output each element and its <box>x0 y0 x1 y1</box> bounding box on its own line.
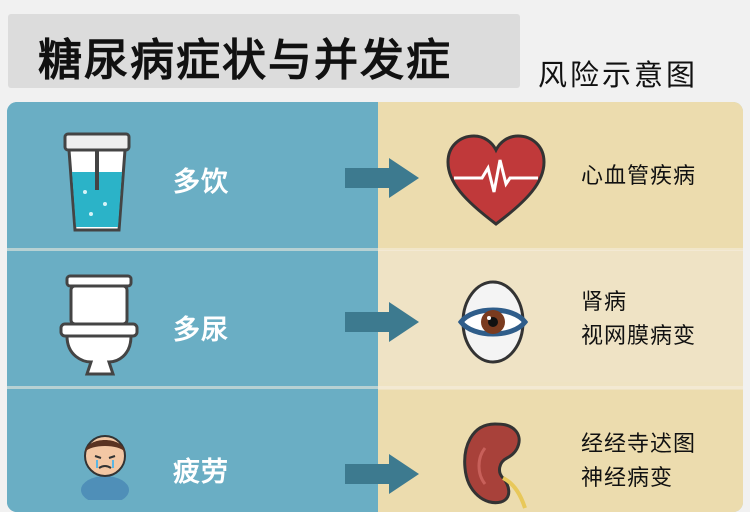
symptom-label: 疲劳 <box>173 457 229 488</box>
complication-list: 经经寺迖图 神经病变 <box>581 428 696 496</box>
complication-item: 经经寺迖图 <box>581 432 697 457</box>
title-banner: 糖尿病症状与并发症 <box>8 14 520 88</box>
complication-item: 肾病 <box>581 290 628 315</box>
water-cup-icon <box>63 132 131 232</box>
heart-icon <box>446 134 546 226</box>
complication-item: 神经病变 <box>581 466 674 491</box>
row-band-1 <box>378 102 743 250</box>
row-divider <box>7 248 743 251</box>
row-band-2 <box>378 250 743 382</box>
arrow-right-icon <box>345 158 419 198</box>
complication-list: 肾病 视网膜病变 <box>581 286 696 354</box>
infographic-panel: 多饮 心血管疾病 多尿 <box>7 102 743 512</box>
complication-list: 心血管疾病 <box>581 160 696 194</box>
tired-person-icon <box>81 435 129 500</box>
symptom-label: 多尿 <box>173 315 229 346</box>
symptoms-column <box>7 102 378 512</box>
page-title: 糖尿病症状与并发症 <box>38 35 452 86</box>
eye-icon <box>457 280 529 364</box>
toilet-icon <box>59 274 139 376</box>
complication-item: 视网膜病变 <box>581 324 697 349</box>
arrow-right-icon <box>345 302 419 342</box>
page-subtitle: 风险示意图 <box>538 58 699 92</box>
arrow-right-icon <box>345 454 419 494</box>
complication-item: 心血管疾病 <box>581 164 697 189</box>
row-divider <box>7 386 743 389</box>
kidney-icon <box>463 422 527 509</box>
symptom-label: 多饮 <box>173 167 229 198</box>
row-band-3 <box>378 390 743 512</box>
